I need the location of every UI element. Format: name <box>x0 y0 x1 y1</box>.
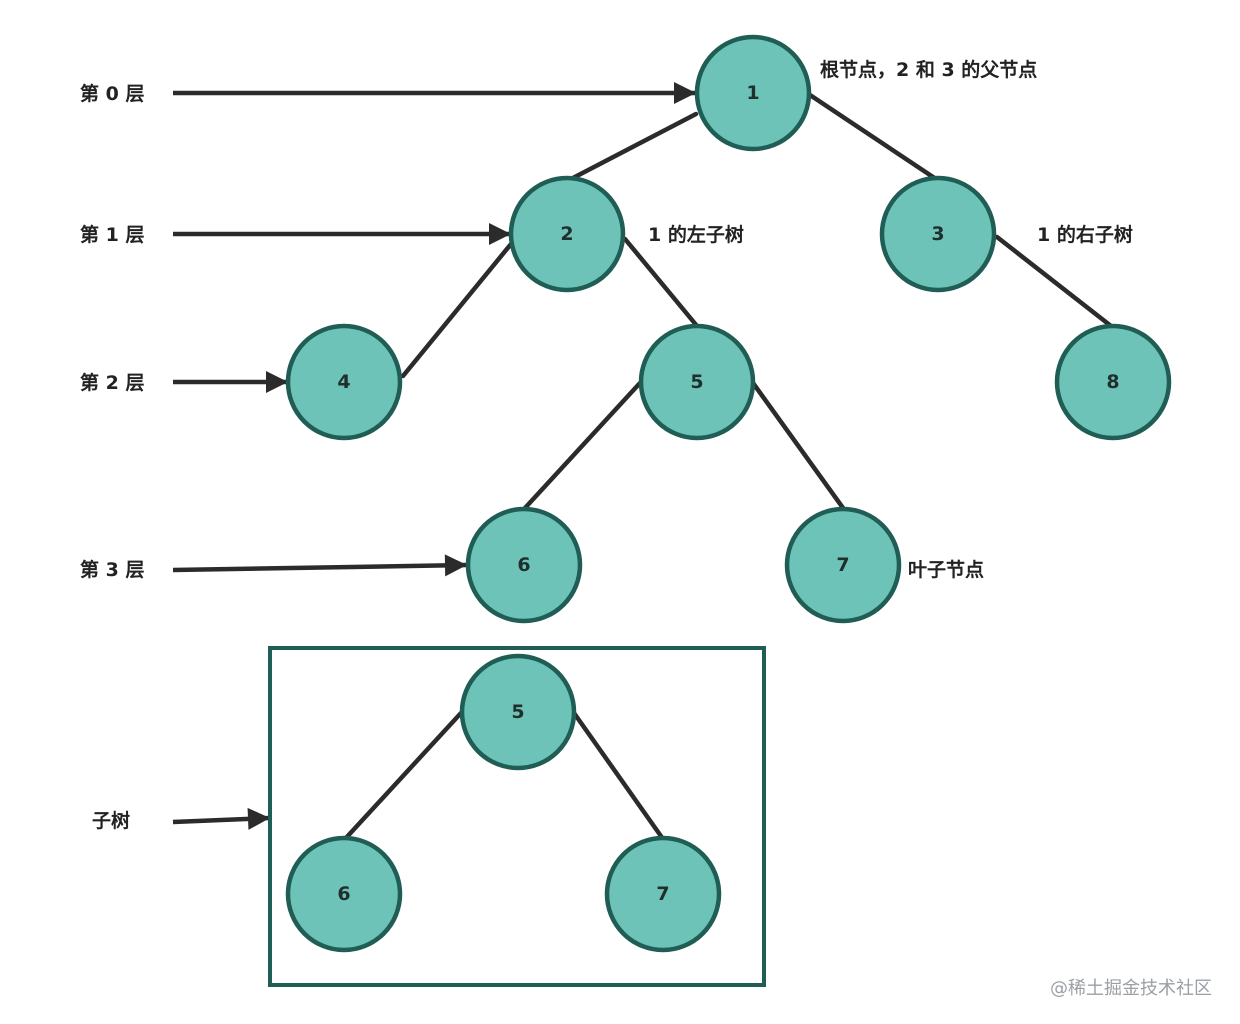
node-2-label: 2 <box>560 223 573 245</box>
subtree-node-5: 5 <box>459 653 577 771</box>
node-6-label: 6 <box>517 554 530 576</box>
subtree-node-6: 6 <box>285 835 403 953</box>
tree-node-4: 4 <box>285 323 403 441</box>
node-7-label: 7 <box>836 554 849 576</box>
root-annotation: 根节点，2 和 3 的父节点 <box>820 58 1037 81</box>
level-0-label: 第 0 层 <box>80 82 144 105</box>
edge-2-5 <box>622 236 700 329</box>
edge-5-7 <box>750 380 846 511</box>
subtree-node-5-label: 5 <box>511 701 524 723</box>
edge-1-2 <box>568 111 699 182</box>
edge-3-8 <box>994 234 1114 329</box>
level-2-label: 第 2 层 <box>80 371 144 394</box>
subtree-node-6-label: 6 <box>337 883 350 905</box>
right-subtree-annotation: 1 的右子树 <box>1037 223 1133 246</box>
edge-2-4 <box>400 241 514 379</box>
node-8-label: 8 <box>1106 371 1119 393</box>
node-3-label: 3 <box>931 223 944 245</box>
edge-5-6 <box>522 380 643 511</box>
tree-node-7: 7 <box>784 506 902 624</box>
node-4-label: 4 <box>337 371 350 393</box>
tree-node-8: 8 <box>1054 323 1172 441</box>
tree-node-3: 3 <box>879 175 997 293</box>
level-3-label: 第 3 层 <box>80 558 144 581</box>
tree-node-6: 6 <box>465 506 583 624</box>
watermark: @稀土掘金技术社区 <box>1050 978 1212 999</box>
tree-node-1: 1 <box>694 34 812 152</box>
left-subtree-annotation: 1 的左子树 <box>648 223 744 246</box>
tree-node-2: 2 <box>508 175 626 293</box>
subtree-node-7: 7 <box>604 835 722 953</box>
edge-1-3 <box>807 92 939 182</box>
subtree-arrow <box>172 807 271 830</box>
node-1-label: 1 <box>746 82 759 104</box>
subtree-edge-5-6 <box>342 710 464 842</box>
level-1-label: 第 1 层 <box>80 223 144 246</box>
subtree-label: 子树 <box>92 809 130 832</box>
level-3-arrow <box>172 554 468 577</box>
leaf-annotation: 叶子节点 <box>908 559 984 581</box>
subtree-node-7-label: 7 <box>656 883 669 905</box>
node-5-label: 5 <box>690 371 703 393</box>
subtree-frame <box>268 646 766 987</box>
tree-node-5: 5 <box>638 323 756 441</box>
subtree-edge-5-7 <box>571 710 666 842</box>
